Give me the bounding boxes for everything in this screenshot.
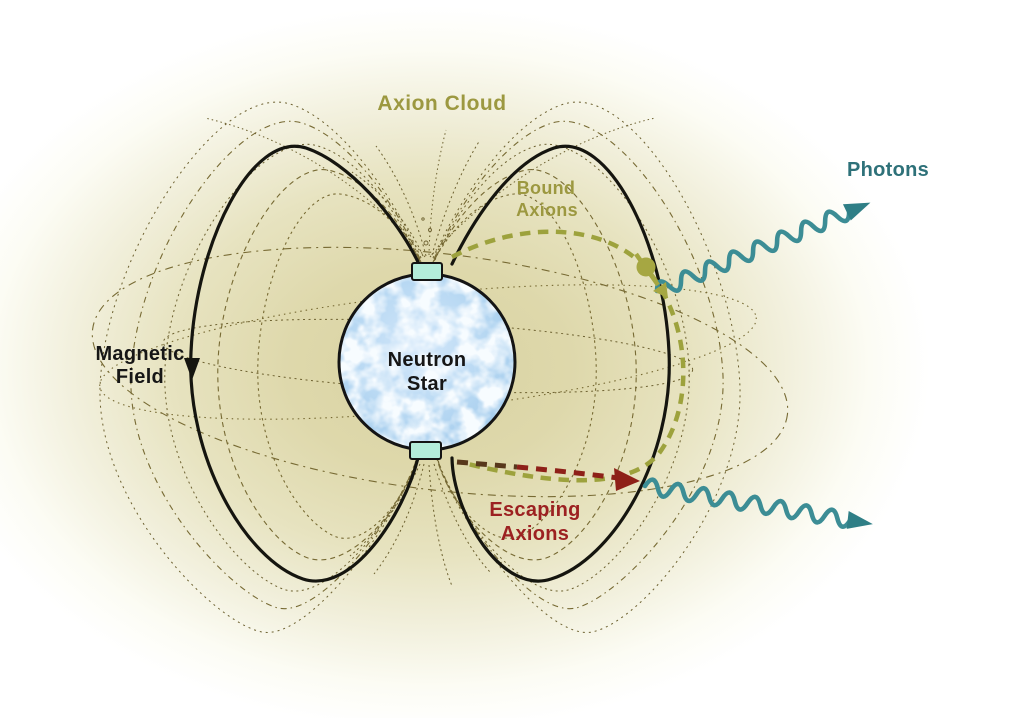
bound-axion-trajectory: [450, 229, 686, 483]
photon-wave-path: [642, 477, 853, 529]
polar-ray: [431, 139, 481, 256]
escaping-axions-label-line1: Escaping: [489, 499, 580, 521]
polar-cap-bottom: [409, 441, 442, 460]
polar-ray: [373, 463, 425, 575]
dashed-field-line: [432, 193, 597, 539]
polar-ray: [428, 129, 447, 256]
bound-axions-label-line1: Bound: [517, 178, 575, 198]
neutron-star-label-line2: Star: [407, 373, 447, 395]
magnetic-field-label-line1: Magnetic: [95, 343, 184, 365]
escaping-axion-arrowhead: [614, 468, 640, 491]
dashed-field-line: [433, 120, 724, 610]
polar-speck: [421, 217, 425, 221]
photon-arrowhead: [842, 202, 871, 221]
dashed-field-line: [217, 169, 421, 561]
star-texture-dark: [339, 274, 515, 450]
photons-label: Photons: [847, 159, 929, 181]
polar-ray: [433, 463, 491, 573]
dashed-field-line: [432, 101, 741, 633]
photon-wave-lower: [642, 477, 873, 529]
dashed-field-line: [433, 169, 637, 561]
axion-conversion-point: [634, 252, 668, 298]
photon-wave-upper: [654, 202, 871, 294]
bound-axions-label-line2: Axions: [516, 200, 578, 220]
magnetic-field-line-right: [450, 144, 671, 583]
dashed-field-ellipse: [99, 284, 757, 420]
neutron-star-label-line1: Neutron: [388, 349, 467, 371]
axion-particle-dot: [636, 257, 656, 277]
field-direction-arrowhead: [184, 358, 200, 380]
polar-speck: [423, 240, 429, 246]
axion-cloud-label: Axion Cloud: [377, 92, 506, 115]
axion-conversion-arrowhead: [653, 282, 668, 298]
magnetic-field-label-line2: Field: [116, 366, 164, 388]
photon-wave-path: [654, 209, 852, 294]
polar-ray: [351, 171, 424, 257]
neutron-star: [337, 262, 517, 460]
neutron-star-texture: [339, 274, 515, 450]
polar-cap-top: [411, 262, 443, 281]
dashed-field-line: [99, 101, 422, 633]
magnetic-field-line-left: [189, 144, 421, 583]
polar-ray: [428, 464, 453, 587]
polar-speck: [428, 228, 432, 232]
escaping-axion-dash-dark: [456, 459, 518, 470]
escaping-axions-label-line2: Axions: [501, 523, 569, 545]
polar-ray: [429, 117, 656, 258]
dashed-field-line: [130, 120, 421, 610]
dashed-field-ellipse: [91, 246, 789, 498]
polar-field-rays: [204, 117, 656, 587]
polar-ray: [375, 145, 427, 257]
escaping-axion-arrow: [456, 459, 640, 491]
dashed-field-line: [257, 193, 422, 539]
photon-arrowhead: [846, 510, 873, 529]
